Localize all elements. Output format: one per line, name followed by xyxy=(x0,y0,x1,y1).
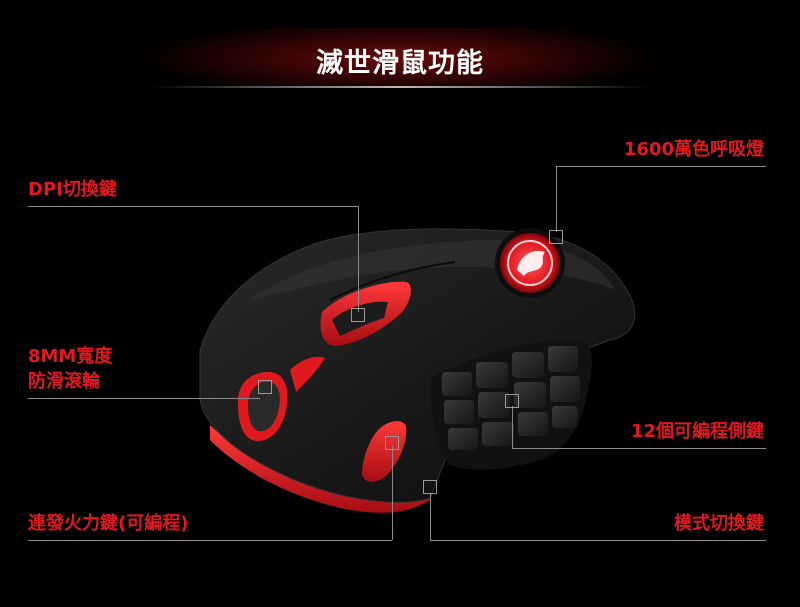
side-keys-label: 12個可編程側鍵 xyxy=(630,421,764,442)
wheel-antislip-label: 防滑滾輪 xyxy=(28,371,100,392)
logo-ring xyxy=(507,240,553,286)
side-keys xyxy=(442,346,580,450)
side-keys-callout-line xyxy=(512,448,766,449)
dpi-callout-drop xyxy=(358,206,359,312)
page-title: 滅世滑鼠功能 xyxy=(316,48,484,79)
rapid-fire-callout-drop xyxy=(392,446,393,540)
side-keys-callout-drop xyxy=(512,406,513,448)
light-callout-marker xyxy=(549,230,563,244)
dpi-switch-label: DPI切換鍵 xyxy=(28,179,117,200)
light-callout-line xyxy=(556,166,766,167)
mode-callout-drop xyxy=(430,494,431,540)
light-callout-drop xyxy=(556,166,557,232)
mode-callout-marker xyxy=(423,480,437,494)
wheel-trim xyxy=(290,356,325,392)
mode-callout-line xyxy=(430,540,766,541)
rapid-fire-label: 連發火力鍵(可編程) xyxy=(28,513,189,534)
mode-switch-label: 模式切換鍵 xyxy=(674,513,764,534)
wheel-callout-line xyxy=(28,398,260,399)
wheel-width-label: 8MM寬度 xyxy=(28,346,113,367)
rapid-fire-callout-line xyxy=(28,540,392,541)
button-split-line xyxy=(329,261,456,301)
title-banner xyxy=(0,28,800,86)
dragon-head-shape xyxy=(517,250,545,276)
title-underline xyxy=(150,86,650,88)
breathing-light-label: 1600萬色呼吸燈 xyxy=(623,139,764,160)
rapid-fire-callout-marker xyxy=(385,436,399,450)
side-keys-callout-marker xyxy=(505,394,519,408)
dpi-callout-line xyxy=(28,206,358,207)
wheel-callout-marker xyxy=(258,380,272,394)
scroll-wheel xyxy=(248,381,280,432)
dpi-button xyxy=(332,301,388,336)
dpi-callout-marker xyxy=(351,308,365,322)
